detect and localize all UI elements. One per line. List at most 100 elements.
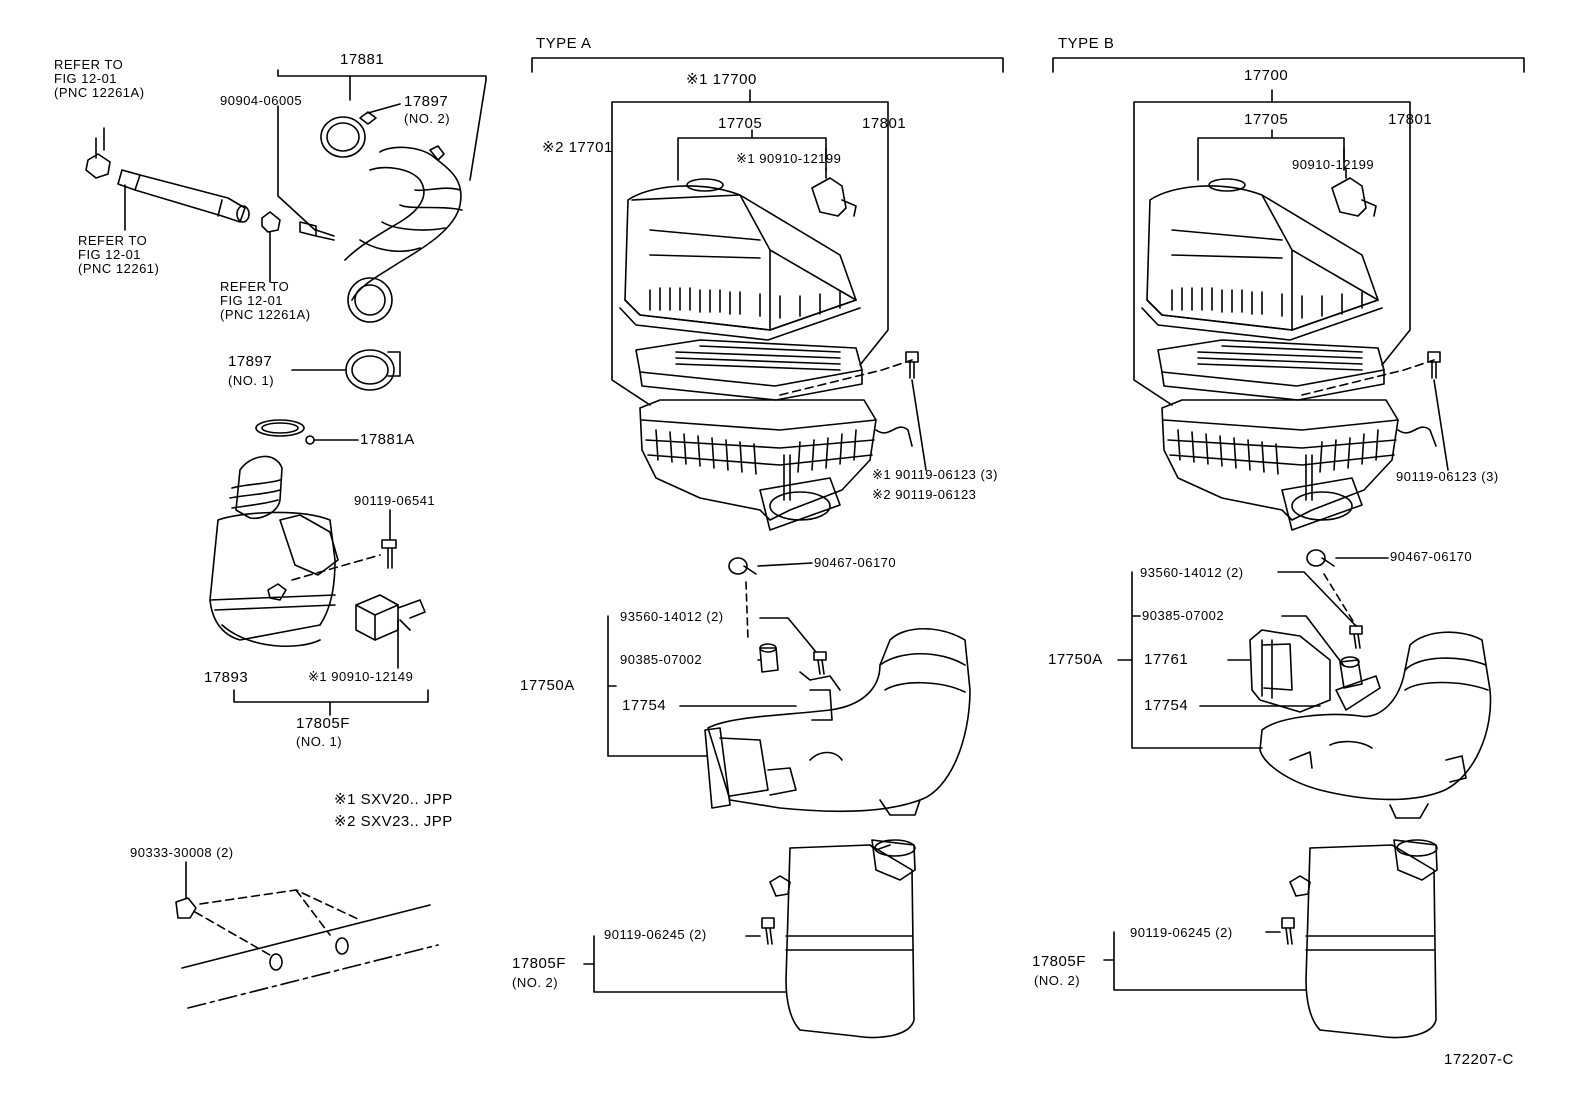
- leader-line: [859, 111, 889, 366]
- screw-icon: [299, 221, 335, 241]
- part-90333-30008: 90333-30008 (2): [130, 845, 234, 860]
- bolt-icon: [381, 539, 397, 569]
- note-1: ※1 SXV20.. JPP: [334, 791, 453, 808]
- hose-clip-icon: [85, 137, 111, 179]
- type-a-part-17750A: 17750A: [520, 677, 575, 694]
- type-b-part-93560-14012: 93560-14012 (2): [1140, 565, 1244, 580]
- type-a-part-17801: 17801: [862, 115, 907, 132]
- leader-line: [1433, 379, 1449, 471]
- part-17881: 17881: [340, 51, 385, 68]
- part-17881A: 17881A: [360, 431, 415, 448]
- leader-line: [469, 79, 487, 181]
- air-cleaner-cap-icon: [619, 178, 861, 341]
- intake-hose-icon: [344, 145, 463, 323]
- part-90910-12149: ※1 90910-12149: [308, 669, 414, 684]
- type-a-part-17700: ※1 17700: [686, 71, 757, 88]
- figure-id: 172207-C: [1444, 1051, 1514, 1068]
- leader-line: [757, 562, 813, 567]
- leader-line: [611, 101, 889, 113]
- type-a-part-17805F-no2-qualifier: (NO. 2): [512, 975, 559, 990]
- note-2: ※2 SXV23.. JPP: [334, 813, 453, 830]
- leader-line: [759, 617, 817, 653]
- bolt-icon: [813, 651, 827, 675]
- part-17897-no2-qualifier: (NO. 2): [404, 111, 451, 126]
- type-a-title: TYPE A: [536, 35, 592, 52]
- part-17897-no1: 17897: [228, 353, 273, 370]
- leader-line: [1281, 615, 1345, 667]
- part-90904-06005: 90904-06005: [220, 93, 303, 108]
- leader-line: [1277, 571, 1357, 627]
- bolt-icon: [1427, 351, 1441, 379]
- body-panel-icon: [181, 889, 439, 1009]
- type-a-part-17701: ※2 17701: [542, 139, 613, 156]
- bolt-icon: [1349, 625, 1363, 649]
- type-b-part-90467-06170: 90467-06170: [1390, 549, 1473, 564]
- type-a-part-93560-14012: 93560-14012 (2): [620, 609, 724, 624]
- refer-note-b: REFER TO FIG 12-01 (PNC 12261): [78, 233, 160, 276]
- cushion-icon: [759, 643, 779, 673]
- leader-line: [911, 379, 927, 471]
- air-filter-element-icon: [635, 339, 863, 401]
- part-90119-06541: 90119-06541: [354, 493, 436, 508]
- vacuum-switch-icon: [355, 594, 426, 641]
- type-a-part-90910-12199: ※1 90910-12199: [736, 151, 842, 166]
- type-a-part-17754: 17754: [622, 697, 667, 714]
- part-17897-no2: 17897: [404, 93, 449, 110]
- air-flow-meter-icon: [1331, 167, 1377, 217]
- part-17805F-no1: 17805F: [296, 715, 350, 732]
- leader-line: [277, 69, 487, 81]
- leader-line: [233, 689, 429, 703]
- leader-line: [593, 935, 787, 993]
- type-b-part-90119-06245: 90119-06245 (2): [1130, 925, 1233, 940]
- bolt-icon: [905, 351, 919, 379]
- clip-icon: [175, 897, 197, 919]
- bolt-icon: [761, 917, 775, 945]
- cushion-icon: [1339, 656, 1363, 689]
- type-a-part-90385-07002: 90385-07002: [620, 652, 703, 667]
- type-a-part-90119-06123-2: ※2 90119-06123: [872, 487, 977, 502]
- type-b-part-17705: 17705: [1244, 111, 1289, 128]
- bolt-icon: [1281, 917, 1295, 945]
- type-b-part-90910-12199: 90910-12199: [1292, 157, 1375, 172]
- seal-ring-icon: [255, 419, 315, 445]
- part-17893: 17893: [204, 669, 249, 686]
- leader-line: [1301, 359, 1435, 396]
- type-b-part-17805F-no2-qualifier: (NO. 2): [1034, 973, 1081, 988]
- leader-line: [277, 105, 316, 231]
- type-b-part-17700: 17700: [1244, 67, 1289, 84]
- intake-duct-icon: [1259, 631, 1492, 819]
- grommet-icon: [728, 557, 757, 575]
- section-bracket: [531, 57, 1004, 73]
- refer-note-a: REFER TO FIG 12-01 (PNC 12261A): [54, 57, 145, 100]
- pipe-icon: [117, 169, 250, 223]
- type-a-part-90119-06245: 90119-06245 (2): [604, 927, 707, 942]
- part-17897-no1-qualifier: (NO. 1): [228, 373, 275, 388]
- type-a-part-17805F-no2: 17805F: [512, 955, 566, 972]
- type-a-part-17705: 17705: [718, 115, 763, 132]
- type-b-part-17750A: 17750A: [1048, 651, 1103, 668]
- resonator-icon: [769, 839, 916, 1039]
- hose-clip-icon: [261, 211, 281, 233]
- type-a-part-90119-06123-1: ※1 90119-06123 (3): [872, 467, 998, 482]
- hose-clamp-icon: [345, 349, 401, 391]
- section-bracket: [1052, 57, 1525, 73]
- type-b-part-90385-07002: 90385-07002: [1142, 608, 1225, 623]
- leader-line: [611, 111, 651, 406]
- refer-note-c: REFER TO FIG 12-01 (PNC 12261A): [220, 279, 311, 322]
- intake-duct-icon: [704, 627, 971, 816]
- leader-line: [1113, 931, 1307, 991]
- type-b-part-17761: 17761: [1144, 651, 1189, 668]
- type-b-part-17805F-no2: 17805F: [1032, 953, 1086, 970]
- air-cleaner-case-icon: [639, 399, 913, 531]
- duct-seal-icon: [1249, 629, 1331, 713]
- type-b-part-90119-06123: 90119-06123 (3): [1396, 469, 1499, 484]
- part-17805F-no1-qualifier: (NO. 1): [296, 734, 343, 749]
- grommet-icon: [1306, 549, 1335, 567]
- resonator-icon: [209, 455, 339, 648]
- leader-line: [367, 103, 401, 114]
- hose-clamp-icon: [320, 111, 377, 158]
- type-b-part-17754: 17754: [1144, 697, 1189, 714]
- leader-line: [1381, 111, 1411, 366]
- leader-line: [745, 581, 749, 641]
